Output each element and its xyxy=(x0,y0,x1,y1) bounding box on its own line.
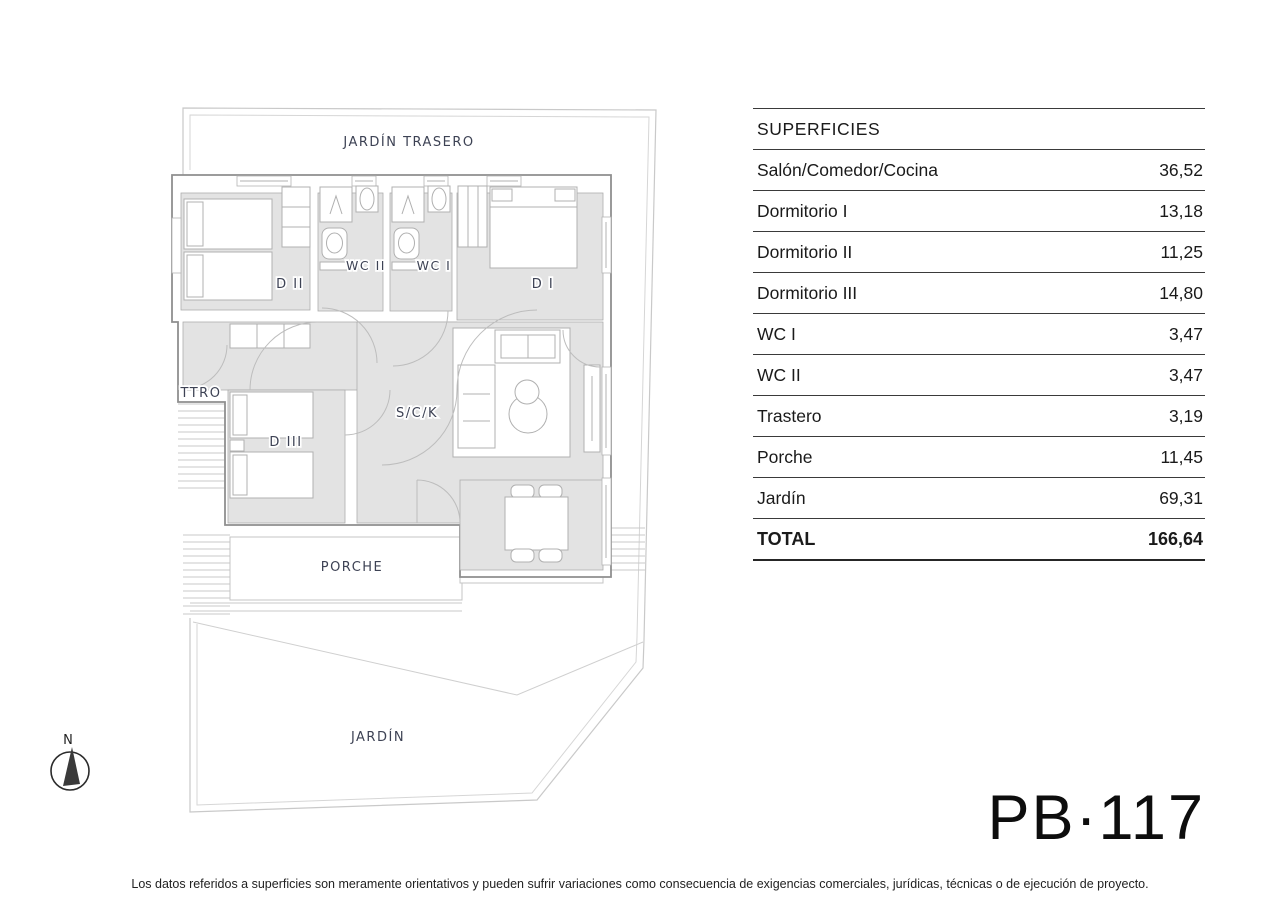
label-porche: PORCHE xyxy=(321,560,384,575)
row-label: Dormitorio I xyxy=(757,200,848,221)
doors xyxy=(182,307,601,524)
table-row: Dormitorio I 13,18 xyxy=(753,191,1205,232)
chair xyxy=(510,548,535,563)
plot-boundary xyxy=(182,107,657,813)
vanity xyxy=(319,261,348,271)
label-trastero: TTRO xyxy=(180,386,222,401)
door-arc xyxy=(562,329,601,368)
dining-table xyxy=(504,496,569,551)
label-dormitorio-3: D III xyxy=(269,435,302,450)
plan-code: PB·117 xyxy=(987,783,1205,853)
door-arc xyxy=(344,389,391,436)
table-title: SUPERFICIES xyxy=(753,109,1205,150)
door-arc xyxy=(456,309,538,391)
row-value: 11,45 xyxy=(1160,446,1204,467)
pillow xyxy=(554,188,576,202)
table-title-text: SUPERFICIES xyxy=(757,118,881,139)
pillow xyxy=(232,394,248,436)
door-arc xyxy=(321,307,378,364)
table-row: Salón/Comedor/Cocina 36,52 xyxy=(753,150,1205,191)
door-arc xyxy=(182,344,228,390)
row-value: 11,25 xyxy=(1160,241,1204,262)
door-arc xyxy=(416,479,461,524)
row-label: Porche xyxy=(757,446,813,467)
shower xyxy=(319,186,353,223)
sofa xyxy=(457,364,496,449)
porch-slab xyxy=(229,536,463,601)
row-label: Dormitorio III xyxy=(757,282,858,303)
chair xyxy=(538,548,563,563)
wardrobe xyxy=(229,323,311,349)
row-label: Dormitorio II xyxy=(757,241,853,262)
pillow xyxy=(232,454,248,496)
disclaimer-text: Los datos referidos a superficies son me… xyxy=(131,877,1149,891)
table-row: Dormitorio III 14,80 xyxy=(753,273,1205,314)
table-row: Trastero 3,19 xyxy=(753,396,1205,437)
table-row: Jardín 69,31 xyxy=(753,478,1205,519)
nightstand xyxy=(229,439,245,452)
garden-boundary-line xyxy=(192,621,644,696)
table-total-row: TOTAL 166,64 xyxy=(753,519,1205,561)
label-jardin-trasero: JARDÍN TRASERO xyxy=(342,134,474,150)
shower-mark xyxy=(401,194,415,215)
row-label: Jardín xyxy=(757,487,806,508)
chair xyxy=(538,484,563,499)
table-row: WC I 3,47 xyxy=(753,314,1205,355)
pillow xyxy=(186,201,204,247)
label-jardin: JARDÍN xyxy=(350,729,405,745)
compass-needle xyxy=(63,747,80,786)
pillow xyxy=(491,188,513,202)
north-compass-icon: N xyxy=(50,733,90,791)
row-label: WC I xyxy=(757,323,796,344)
stairs-hatch xyxy=(178,403,645,615)
window xyxy=(171,217,182,274)
label-salon-comedor-cocina: S/C/K xyxy=(396,406,438,421)
superficies-table: SUPERFICIES Salón/Comedor/Cocina 36,52 D… xyxy=(753,108,1205,561)
row-value: 36,52 xyxy=(1159,159,1203,180)
row-label: Trastero xyxy=(757,405,822,426)
label-wc-1: WC I xyxy=(417,258,452,273)
door-arc xyxy=(381,389,458,466)
table-row: Porche 11,45 xyxy=(753,437,1205,478)
wardrobe xyxy=(281,186,311,248)
table-row: Dormitorio II 11,25 xyxy=(753,232,1205,273)
total-label: TOTAL xyxy=(757,528,816,549)
row-value: 3,47 xyxy=(1168,364,1203,385)
wardrobe xyxy=(457,185,488,248)
pillow xyxy=(186,254,204,298)
row-label: Salón/Comedor/Cocina xyxy=(757,159,938,180)
table-row: WC II 3,47 xyxy=(753,355,1205,396)
row-value: 69,31 xyxy=(1159,487,1203,508)
compass-north-letter: N xyxy=(63,733,73,748)
label-dormitorio-1: D I xyxy=(532,277,554,292)
door-arc xyxy=(249,321,319,391)
row-value: 3,47 xyxy=(1168,323,1203,344)
shower-mark xyxy=(329,194,343,215)
chair xyxy=(510,484,535,499)
sink xyxy=(359,187,375,211)
toilet-bowl xyxy=(398,232,415,254)
total-value: 166,64 xyxy=(1147,528,1203,549)
shower xyxy=(391,186,425,223)
row-value: 3,19 xyxy=(1168,405,1203,426)
room-labels: JARDÍN TRASERO D II WC II WC I D I TTRO … xyxy=(178,132,555,747)
row-value: 14,80 xyxy=(1159,282,1203,303)
windows xyxy=(171,175,612,566)
toilet-bowl xyxy=(326,232,343,254)
row-value: 13,18 xyxy=(1159,200,1203,221)
vanity xyxy=(391,261,420,271)
pouf xyxy=(514,379,540,405)
label-wc-2: WC II xyxy=(346,258,386,273)
row-label: WC II xyxy=(757,364,801,385)
furniture xyxy=(183,185,601,563)
label-dormitorio-2: D II xyxy=(276,277,304,292)
sink xyxy=(431,187,447,211)
door-arc xyxy=(392,310,449,367)
